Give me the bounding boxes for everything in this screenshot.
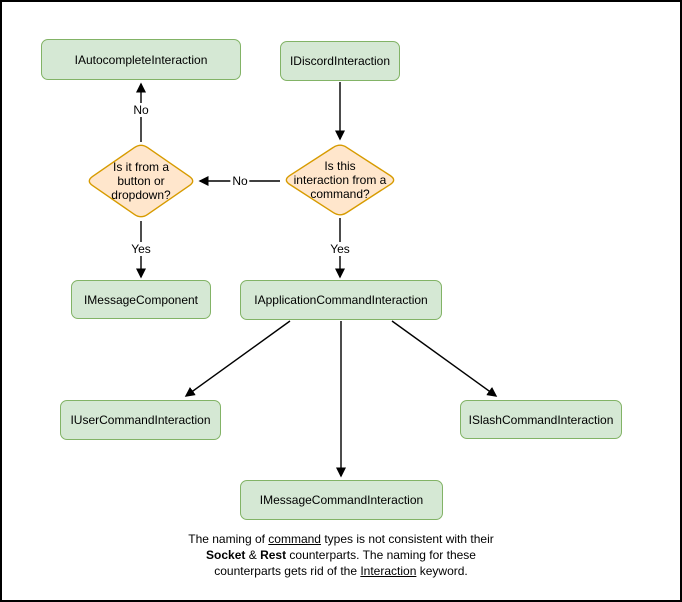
edge-label-no: No xyxy=(131,103,151,117)
node-label: IAutocompleteInteraction xyxy=(74,52,208,67)
node-imessage-command-interaction: IMessageCommandInteraction xyxy=(240,480,443,520)
edge-label-no: No xyxy=(230,174,250,188)
footer-line: Socket & Rest counterparts. The naming f… xyxy=(146,547,536,563)
footer-line: counterparts gets rid of the Interaction… xyxy=(146,563,536,579)
diamond-shape xyxy=(88,144,194,218)
decision-label: Is it from a button or dropdown? xyxy=(85,142,197,220)
footer-text: types is not consistent with their xyxy=(320,532,494,546)
decision-label-line: Is it from a xyxy=(112,160,169,174)
arrow-application-to-user-command xyxy=(184,320,291,397)
footer-text: The naming of xyxy=(188,532,269,546)
arrow-application-to-slash-command xyxy=(391,320,498,397)
decision-label-line: command? xyxy=(310,187,370,201)
decision-label-line: Is this xyxy=(324,159,356,173)
footer-text-bold: Socket xyxy=(206,548,246,562)
edge-label-yes: Yes xyxy=(328,242,352,256)
footer-text-underlined: command xyxy=(268,532,321,546)
node-label: IMessageComponent xyxy=(83,292,199,307)
decision-label-line: interaction from a xyxy=(293,173,387,187)
decision-interaction-from-command: Is this interaction from a command? xyxy=(282,142,398,218)
node-label: IDiscordInteraction xyxy=(289,54,391,68)
footer-text: counterparts gets rid of the xyxy=(214,564,361,578)
footer-text-bold: Rest xyxy=(260,548,287,562)
decision-button-or-dropdown: Is it from a button or dropdown? xyxy=(85,142,197,220)
node-imessage-component: IMessageComponent xyxy=(71,280,211,319)
footer-text-underlined: Interaction xyxy=(360,564,417,578)
footer-text: keyword. xyxy=(416,564,468,578)
decision-label: Is this interaction from a command? xyxy=(282,142,398,218)
footer-text: & xyxy=(245,548,261,562)
footer-line: The naming of command types is not consi… xyxy=(146,531,536,547)
footer-text: counterparts. The naming for these xyxy=(286,548,476,562)
node-label: ISlashCommandInteraction xyxy=(468,412,614,427)
node-iautocomplete-interaction: IAutocompleteInteraction xyxy=(41,39,241,80)
diamond-shape xyxy=(285,144,395,216)
footer-note: The naming of command types is not consi… xyxy=(146,531,536,579)
node-label: IApplicationCommandInteraction xyxy=(254,293,428,307)
node-islash-command-interaction: ISlashCommandInteraction xyxy=(460,400,622,439)
node-label: IMessageCommandInteraction xyxy=(259,493,424,507)
node-iapplication-command-interaction: IApplicationCommandInteraction xyxy=(240,280,442,320)
decision-label-line: button or xyxy=(117,174,165,188)
node-idiscord-interaction: IDiscordInteraction xyxy=(280,41,400,81)
node-iuser-command-interaction: IUserCommandInteraction xyxy=(60,400,221,440)
edge-label-yes: Yes xyxy=(129,242,153,256)
decision-label-line: dropdown? xyxy=(111,188,171,202)
node-label: IUserCommandInteraction xyxy=(70,413,211,427)
